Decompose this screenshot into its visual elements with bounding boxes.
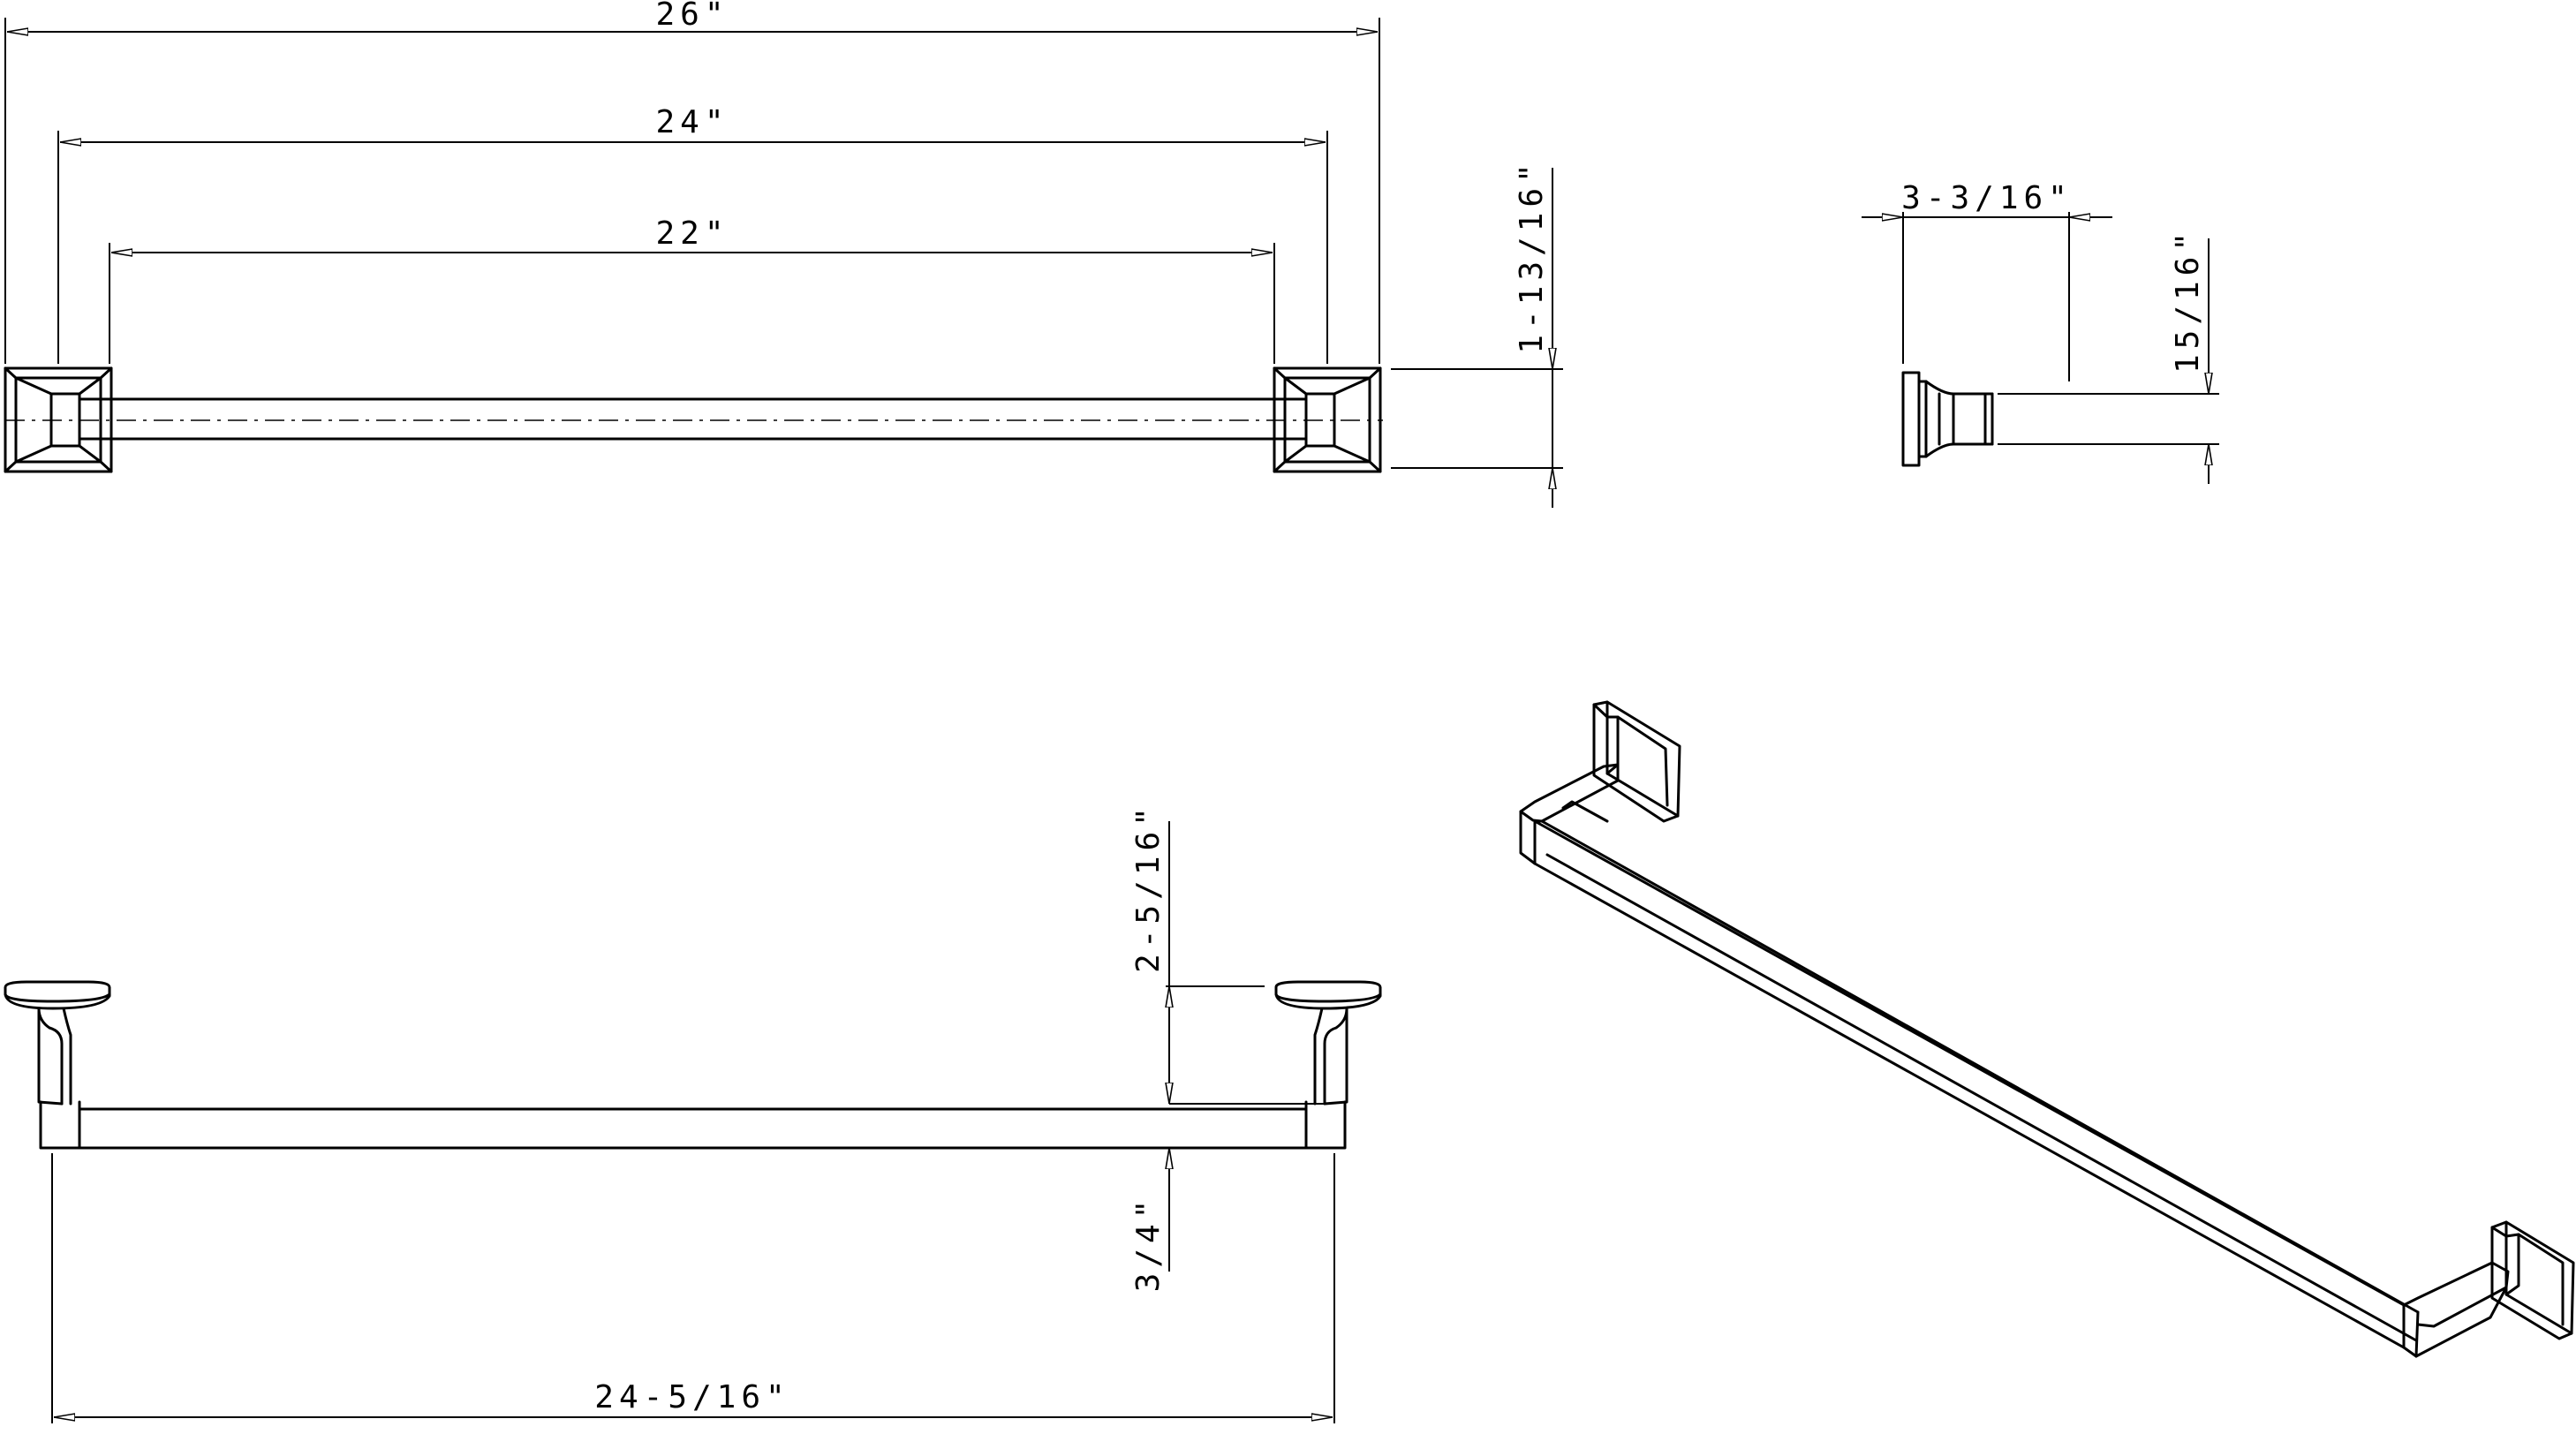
dim-label-3-4: 3/4" bbox=[1130, 1195, 1167, 1293]
dim-label-22: 22" bbox=[655, 215, 729, 252]
dim-label-3-3-16: 3-3/16" bbox=[1901, 180, 2073, 216]
dim-label-2-5-16: 2-5/16" bbox=[1130, 802, 1167, 973]
top-view: 2-5/16" 3/4" 24-5/16" bbox=[4, 802, 1382, 1423]
towel-bar bbox=[78, 397, 1308, 441]
front-view: 26" 24" 22" bbox=[4, 0, 1563, 508]
end-view: 3-3/16" 15/16" bbox=[1862, 180, 2219, 484]
dim-label-26: 26" bbox=[655, 0, 729, 33]
towel-bar-top bbox=[78, 1107, 1308, 1150]
right-mounting-bracket bbox=[1273, 366, 1382, 473]
isometric-view bbox=[1519, 700, 2575, 1358]
dim-label-1-13-16: 1-13/16" bbox=[1514, 158, 1550, 353]
dim-label-15-16: 15/16" bbox=[2170, 227, 2206, 374]
dim-label-24: 24" bbox=[655, 104, 729, 140]
dim-label-24-5-16: 24-5/16" bbox=[594, 1379, 789, 1415]
